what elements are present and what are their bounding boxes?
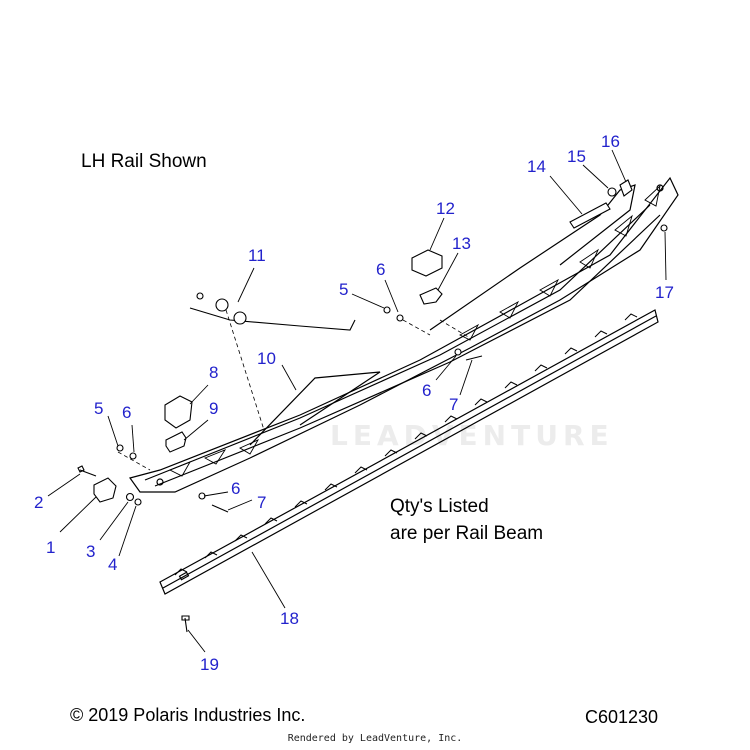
part-1-bumper: [93, 477, 117, 503]
part-9-pad: [165, 431, 187, 453]
part-8-block: [164, 395, 193, 429]
callout-13: 13: [452, 234, 471, 253]
callout-16: 16: [601, 132, 620, 151]
hardware: [77, 179, 668, 633]
callout-9: 9: [209, 399, 218, 418]
part-12-block: [411, 249, 443, 277]
part-19-screw: [181, 615, 190, 633]
callout-6: 6: [231, 479, 240, 498]
part-11-spring: [189, 307, 356, 331]
part-16-bracket: [619, 179, 633, 197]
callout-15: 15: [567, 147, 586, 166]
callout-18: 18: [280, 609, 299, 628]
callout-1: 1: [46, 538, 55, 557]
qty-note-line2: are per Rail Beam: [390, 523, 544, 544]
callout-8: 8: [209, 363, 218, 382]
callout-14: 14: [527, 157, 546, 176]
lh-rail-shown-note: LH Rail Shown: [81, 151, 207, 172]
callout-7: 7: [449, 395, 458, 414]
watermark-text: LEADVENTURE: [330, 419, 614, 452]
leader-lines: [47, 149, 667, 653]
callout-6: 6: [122, 403, 131, 422]
qty-note-line1: Qty's Listed: [390, 496, 489, 517]
callout-3: 3: [86, 542, 95, 561]
assembly-lines: [117, 309, 471, 471]
callout-5: 5: [94, 399, 103, 418]
callout-19: 19: [200, 655, 219, 674]
callout-6: 6: [422, 381, 431, 400]
callout-11: 11: [248, 246, 266, 265]
callout-12: 12: [436, 199, 455, 218]
callout-10: 10: [257, 349, 276, 368]
callout-7: 7: [257, 493, 266, 512]
slide-rail: [159, 309, 659, 595]
part-17-fastener: [660, 224, 668, 232]
part-15-nut: [607, 187, 617, 197]
callout-4: 4: [108, 555, 117, 574]
rendered-by-text: Rendered by LeadVenture, Inc.: [287, 733, 463, 744]
callout-6: 6: [376, 260, 385, 279]
part-13-bumper: [419, 287, 443, 305]
diagram-code: C601230: [585, 707, 659, 727]
callout-17: 17: [655, 283, 674, 302]
part-14-bolt: [569, 202, 611, 229]
callout-numbers: 1 2 3 4 5 6 6 6 7 7 8 9 10 11 12 13 5 14…: [34, 132, 674, 674]
copyright-text: © 2019 Polaris Industries Inc.: [70, 705, 306, 725]
callout-2: 2: [34, 493, 43, 512]
part-2-bolt: [77, 465, 97, 477]
part-3-washer: [125, 492, 135, 502]
rail-beam: [129, 176, 679, 493]
part-4-nut: [134, 498, 142, 506]
callout-5: 5: [339, 280, 348, 299]
